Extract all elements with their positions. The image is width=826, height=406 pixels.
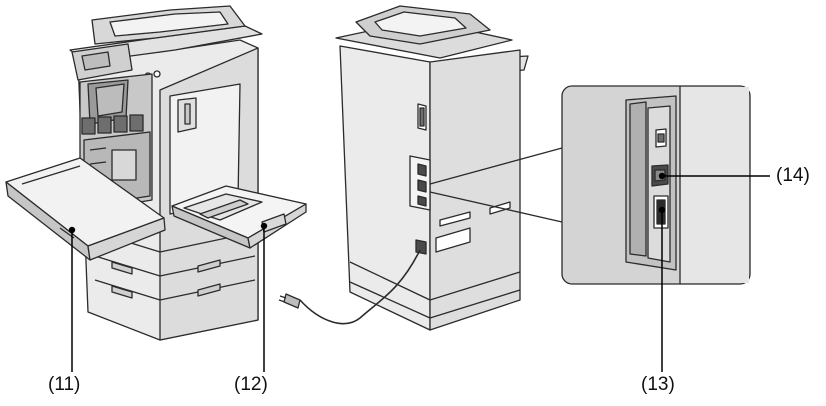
callout-label-12: (12) xyxy=(234,374,268,395)
copier-front-view xyxy=(5,5,307,341)
callout-label-14: (14) xyxy=(776,165,810,186)
leader-dot-11 xyxy=(68,226,76,234)
leader-dot-12 xyxy=(260,222,268,230)
leader-dot-13 xyxy=(658,206,666,214)
leader-dot-14 xyxy=(658,172,666,180)
zoom-leader-bottom xyxy=(429,191,563,223)
zoom-leader-top xyxy=(429,147,563,185)
zoom-inset xyxy=(561,85,751,285)
callout-label-11: (11) xyxy=(48,374,81,395)
copier-rear-view xyxy=(278,5,529,331)
callout-label-13: (13) xyxy=(641,374,675,395)
